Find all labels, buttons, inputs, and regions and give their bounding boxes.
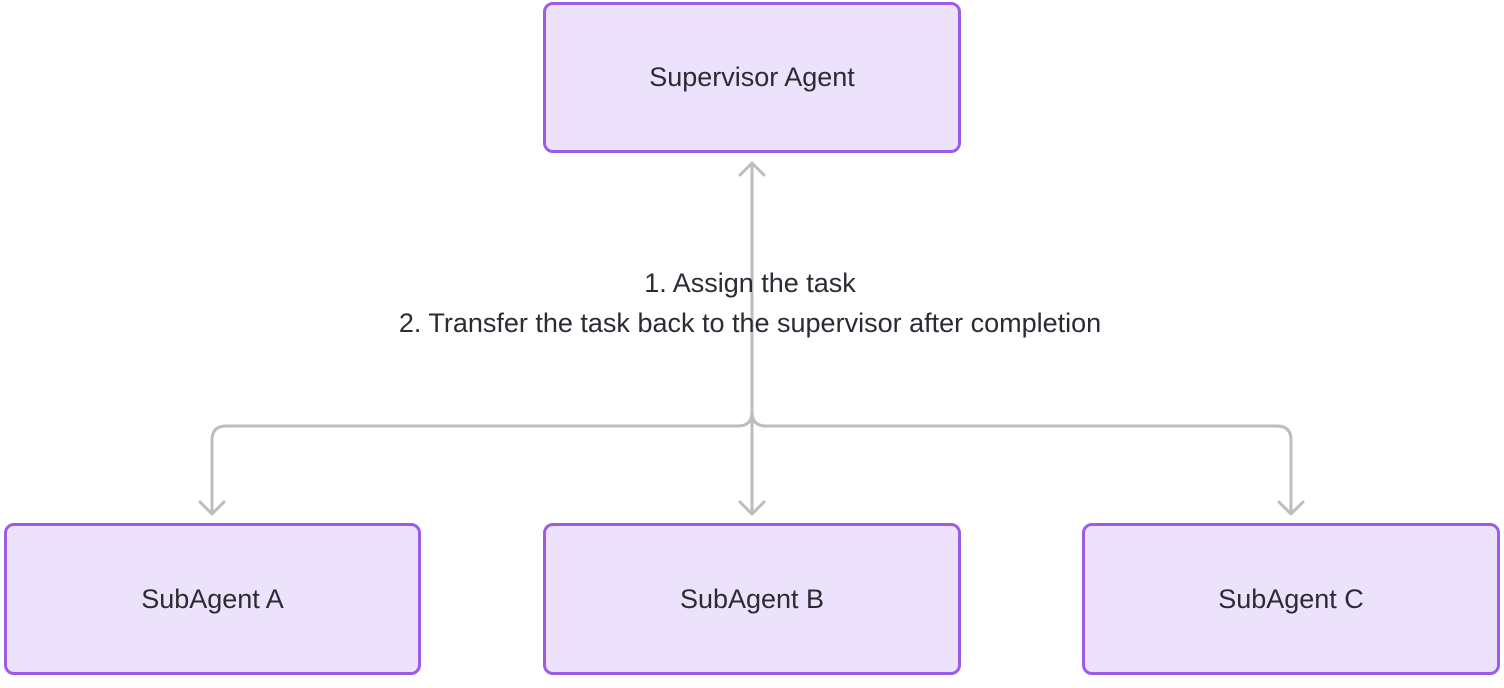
arrowhead-down-subagent-c: [1277, 500, 1305, 516]
subagent-b-node[interactable]: SubAgent B: [543, 523, 961, 675]
arrowhead-down-subagent-a: [198, 500, 226, 516]
edge-label-transfer-back: 2. Transfer the task back to the supervi…: [398, 308, 1102, 338]
subagent-b-label: SubAgent B: [679, 583, 825, 614]
edge-label-assign-task: 1. Assign the task: [644, 268, 856, 298]
supervisor-agent-node[interactable]: Supervisor Agent: [543, 2, 961, 153]
connector-branch-subagent-a: [210, 410, 754, 514]
arrowhead-down-subagent-b: [738, 500, 766, 516]
supervisor-agent-label: Supervisor Agent: [649, 62, 855, 92]
subagent-c-label: SubAgent C: [1218, 583, 1364, 614]
subagent-a-label: SubAgent A: [141, 583, 284, 614]
subagent-a-node[interactable]: SubAgent A: [4, 523, 421, 675]
arrowhead-up-supervisor: [738, 161, 766, 177]
connector-branch-subagent-c: [750, 410, 1293, 514]
subagent-c-node[interactable]: SubAgent C: [1082, 523, 1500, 675]
